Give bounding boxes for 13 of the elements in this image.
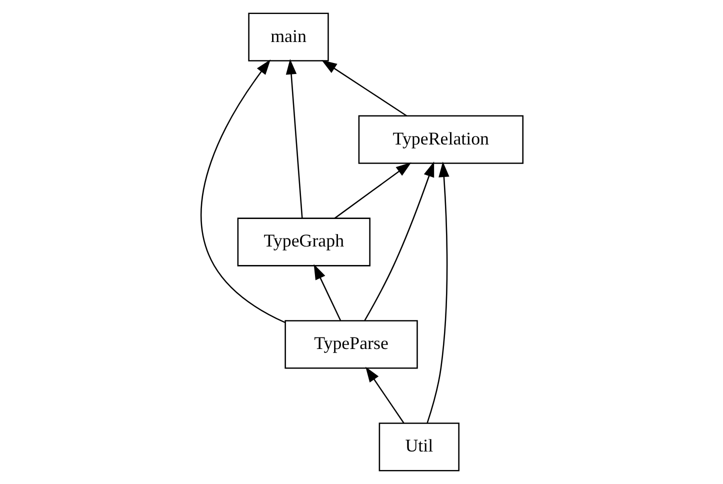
arrow — [313, 264, 341, 321]
arrow — [321, 60, 407, 116]
node-box: TypeRelation — [358, 115, 524, 164]
node-box: TypeGraph — [236, 218, 370, 266]
arrow — [200, 59, 285, 324]
arrow — [285, 58, 302, 218]
node-box: TypeParse — [284, 320, 418, 369]
arrow — [365, 366, 404, 424]
arrow — [334, 162, 411, 219]
node-box: main — [248, 12, 328, 62]
node-box: Util — [378, 422, 459, 472]
arrow — [426, 162, 449, 424]
arrow — [364, 161, 434, 321]
